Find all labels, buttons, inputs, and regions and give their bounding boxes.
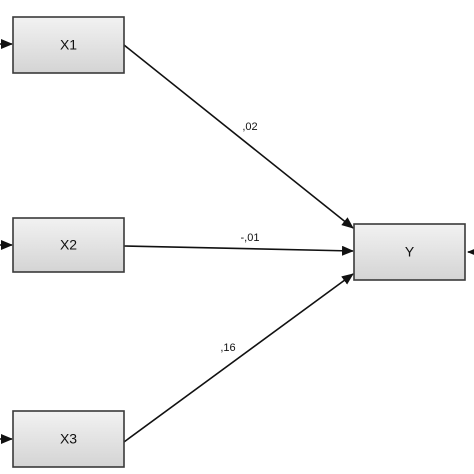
node-x3-label: X3: [60, 431, 77, 447]
node-x2: X2: [12, 217, 125, 273]
node-x1: X1: [12, 16, 125, 74]
coefficient-x1-y: ,02: [242, 121, 257, 133]
edge-x2-y: [123, 245, 354, 256]
node-y-label: Y: [405, 244, 415, 260]
node-x3: X3: [12, 410, 125, 468]
coefficient-x2-y: -,01: [241, 232, 260, 244]
node-y: Y: [353, 223, 466, 281]
edge-x1-y: [123, 44, 354, 229]
coefficient-x3-y: ,16: [220, 342, 235, 354]
node-x2-label: X2: [60, 237, 77, 253]
node-x1-label: X1: [60, 37, 77, 53]
edge-x3-y: [123, 273, 354, 443]
